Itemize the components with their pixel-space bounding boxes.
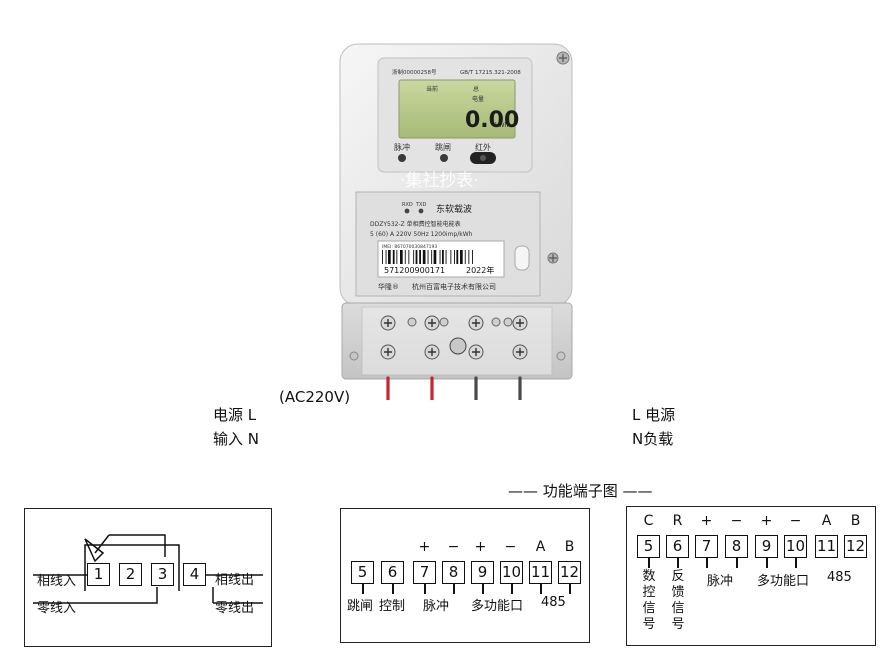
- barcode-number: 571200900171: [384, 266, 445, 275]
- label-supply-l: 电源 L: [213, 406, 257, 424]
- lcd-reading: 0.00: [465, 108, 519, 133]
- symbol-plus-1: +: [418, 539, 431, 555]
- label-neutral-out: 零线出: [215, 601, 255, 616]
- lcd-label-energy: 电量: [472, 95, 484, 103]
- year: 2022年: [466, 265, 494, 275]
- label-485: 485: [827, 570, 852, 585]
- symbol-minus-1: −: [730, 513, 743, 529]
- indicator-ir: 红外: [475, 142, 491, 152]
- spec-line: 5 (60) A 220V 50Hz 1200imp/kWh: [370, 231, 473, 238]
- terminal-11: 11: [529, 561, 552, 584]
- live-in-wire: [386, 376, 390, 400]
- neutral-in-wire: [474, 376, 478, 400]
- terminal-10: 10: [500, 561, 523, 584]
- terminal-12: 12: [558, 561, 581, 584]
- terminal-7: 7: [413, 561, 436, 584]
- terminal-10: 10: [784, 535, 807, 558]
- label-feedback-signal: 反馈信号: [671, 569, 685, 632]
- main-terminal-panel: 1 2 3 4 相线入 相线出 零线入 零线出: [24, 508, 272, 647]
- symbol-plus-2: +: [760, 513, 773, 529]
- meter-illustration: 浙制00000258号 GB/T 17215.321-2008 当前 总 电量 …: [339, 43, 573, 400]
- symbol-r: R: [672, 513, 683, 529]
- symbol-a: A: [821, 513, 832, 529]
- terminal-3: 3: [151, 563, 174, 586]
- terminal-5: 5: [637, 535, 660, 558]
- neutral-out-wire: [518, 376, 522, 400]
- terminal-6: 6: [666, 535, 689, 558]
- label-trip: 跳闸: [347, 599, 374, 614]
- symbol-plus-2: +: [474, 539, 487, 555]
- label-n-load: N负载: [632, 430, 674, 448]
- model-line: DDZY532-Z 单相费控智能电能表: [370, 220, 461, 228]
- lcd-unit: kWh: [495, 122, 508, 129]
- brand: 华隆®: [378, 282, 399, 291]
- terminal-9: 9: [471, 561, 494, 584]
- terminal-11: 11: [815, 535, 838, 558]
- indicator-trip: 跳闸: [435, 142, 451, 152]
- aux-terminal-screw: [503, 317, 513, 327]
- live-out-wire: [430, 376, 434, 400]
- manufacturer: 杭州百富电子技术有限公司: [412, 282, 496, 291]
- meter-watermark: ·集社抄表·: [400, 171, 479, 191]
- indicator-pulse: 脉冲: [394, 142, 410, 152]
- terminal-9: 9: [755, 535, 778, 558]
- label-multifunction: 多功能口: [757, 574, 810, 589]
- terminal-12: 12: [844, 535, 867, 558]
- label-pulse: 脉冲: [423, 599, 450, 614]
- seal-screw: [449, 337, 467, 355]
- signal-terminal-panel: C R + − + − A B 5 6 7 8 9 10 11 12 数控信号 …: [626, 506, 876, 646]
- aux-terminal-panel: + − + − A B 5 6 7 8 9 10 11 12 跳闸 控制 脉冲 …: [340, 508, 590, 643]
- imei: IMEI: 867070030847193: [382, 244, 437, 250]
- symbol-c: C: [643, 513, 654, 529]
- symbol-minus-2: −: [504, 539, 517, 555]
- terminal-8: 8: [442, 561, 465, 584]
- label-phase-out: 相线出: [215, 573, 255, 588]
- cert-number: 浙制00000258号: [392, 68, 437, 76]
- function-terminal-title: —— 功能端子图 ——: [508, 482, 653, 500]
- label-multifunction: 多功能口: [471, 599, 524, 614]
- carrier-window: [514, 245, 530, 271]
- carrier-rxd: RXD: [402, 202, 413, 208]
- terminal-7: 7: [695, 535, 718, 558]
- label-phase-in: 相线入: [37, 574, 77, 589]
- trip-led: [440, 154, 448, 162]
- lcd-screen: [398, 79, 516, 139]
- aux-terminal-screw: [407, 317, 417, 327]
- symbol-b: B: [564, 539, 575, 555]
- symbol-plus-1: +: [700, 513, 713, 529]
- label-control: 控制: [379, 599, 406, 614]
- barcode: [382, 250, 473, 264]
- carrier-txd: TXD: [415, 202, 426, 208]
- terminal-5: 5: [351, 561, 374, 584]
- label-l-supply: L 电源: [632, 406, 676, 424]
- terminal-6: 6: [381, 561, 404, 584]
- symbol-minus-2: −: [789, 513, 802, 529]
- carrier-name: 东软载波: [436, 203, 472, 215]
- terminal-1: 1: [87, 563, 110, 586]
- label-input-n: 输入 N: [213, 430, 259, 448]
- lcd-label-total: 总: [473, 85, 479, 93]
- label-neutral-in: 零线入: [37, 601, 77, 616]
- symbol-b: B: [850, 513, 861, 529]
- terminal-2: 2: [119, 563, 142, 586]
- label-pulse: 脉冲: [707, 574, 734, 589]
- label-data-signal: 数控信号: [642, 569, 656, 632]
- pulse-led: [398, 154, 406, 162]
- standard: GB/T 17215.321-2008: [460, 70, 521, 76]
- aux-terminal-screw: [439, 317, 449, 327]
- symbol-a: A: [535, 539, 546, 555]
- lcd-label-current: 当前: [426, 85, 438, 93]
- wires: [386, 376, 522, 400]
- supply-note: (AC220V): [279, 388, 351, 406]
- aux-terminal-screw: [491, 317, 501, 327]
- terminal-screws: [380, 315, 528, 360]
- terminal-8: 8: [725, 535, 748, 558]
- label-485: 485: [541, 595, 566, 610]
- symbol-minus-1: −: [447, 539, 460, 555]
- terminal-4: 4: [183, 563, 206, 586]
